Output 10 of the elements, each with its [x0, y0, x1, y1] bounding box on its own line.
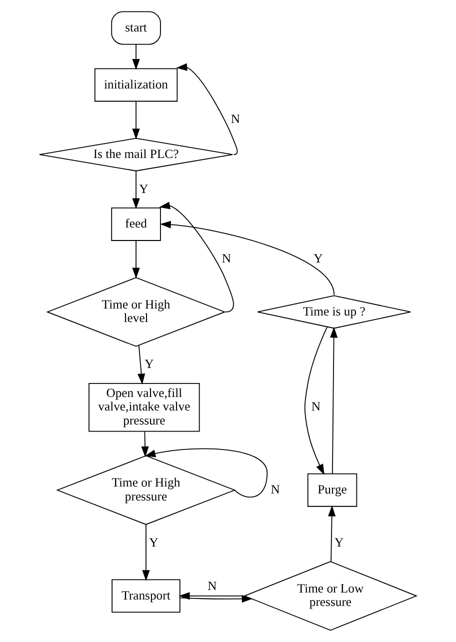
- edge-label: Y: [149, 535, 158, 550]
- edge-label: N: [270, 482, 280, 496]
- edge-label: Y: [334, 535, 344, 550]
- edge-label: N: [230, 112, 240, 126]
- edge-label: N: [311, 400, 321, 414]
- edge-label: N: [208, 578, 217, 593]
- edge-label: Y: [144, 357, 154, 372]
- edge-label: Y: [314, 251, 323, 266]
- edge-label: Y: [139, 182, 148, 196]
- edge-label: N: [222, 251, 232, 266]
